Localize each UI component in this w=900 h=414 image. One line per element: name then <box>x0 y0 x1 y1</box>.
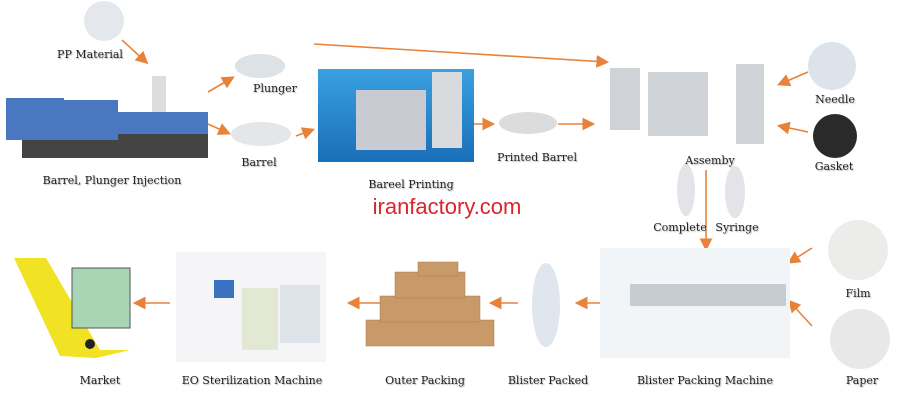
label-eo-sterilization: EO Sterilization Machine <box>181 374 323 387</box>
label-blister-packed: Blister Packed <box>507 374 589 387</box>
needle-image <box>808 42 856 90</box>
label-printing: Bareel Printing <box>368 178 454 191</box>
label-gasket: Gasket <box>814 160 854 173</box>
label-plunger: Plunger <box>253 82 297 95</box>
printing-machine-image <box>318 69 474 162</box>
label-pp-material: PP Material <box>57 48 123 61</box>
barrel-image <box>231 122 291 146</box>
label-blister-machine: Blister Packing Machine <box>636 374 774 387</box>
label-barrel: Barrel <box>241 156 277 169</box>
label-paper: Paper <box>845 374 879 387</box>
film-image <box>828 220 888 280</box>
label-outer-packing: Outer Packing <box>385 374 465 387</box>
assembly-machine-image <box>610 64 764 144</box>
complete-syringe-image <box>677 164 695 216</box>
pp-material-image <box>84 1 124 41</box>
syringe-image <box>725 166 745 218</box>
watermark-brand: iranfactory.com <box>372 194 522 219</box>
label-needle: Needle <box>815 93 855 106</box>
gasket-image <box>813 114 857 158</box>
injection-machine-image <box>6 76 208 158</box>
blister-packed-image <box>532 263 560 347</box>
label-printed-barrel: Printed Barrel <box>497 151 577 164</box>
label-complete: Complete <box>653 221 707 234</box>
market-truck-image <box>14 258 131 358</box>
label-syringe: Syringe <box>715 221 759 234</box>
flow-arrows <box>121 39 813 327</box>
printed-barrel-image <box>499 112 557 134</box>
eo-sterilization-image <box>176 252 326 362</box>
plunger-image <box>235 54 285 78</box>
label-injection: Barrel, Plunger Injection <box>42 174 182 187</box>
label-film: Film <box>845 287 871 300</box>
label-market: Market <box>79 374 121 387</box>
blister-machine-image <box>600 248 790 358</box>
outer-packing-image <box>365 261 495 347</box>
paper-image <box>830 309 890 369</box>
label-assembly: Assemby <box>685 154 735 167</box>
